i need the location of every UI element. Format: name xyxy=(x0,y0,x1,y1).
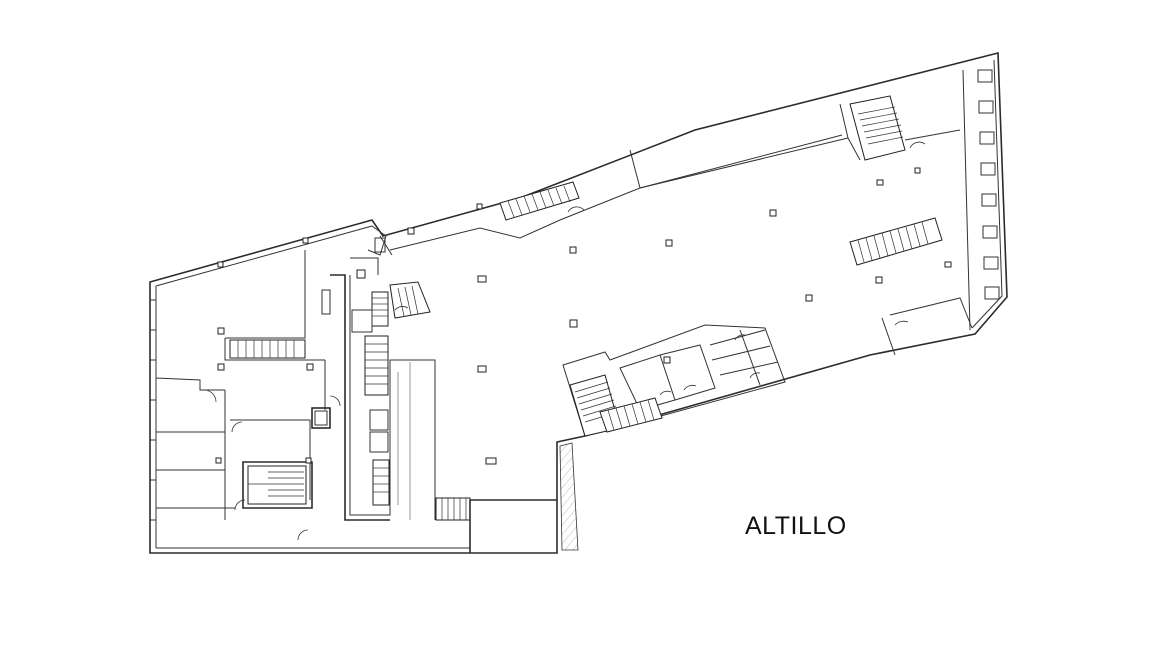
office-cluster xyxy=(562,324,786,437)
outer-walls xyxy=(149,51,1008,554)
hatched-strip xyxy=(559,442,579,551)
stair-core-top-right xyxy=(849,95,906,161)
left-facade-ticks xyxy=(150,299,156,521)
core-entry xyxy=(367,225,387,256)
upper-corridor xyxy=(379,103,961,256)
stair-top-middle xyxy=(499,181,580,221)
central-stair xyxy=(849,217,943,266)
right-lower-room xyxy=(881,297,973,356)
service-core xyxy=(321,257,557,553)
left-wing-rooms xyxy=(155,250,341,541)
right-facade-windows xyxy=(977,69,1000,300)
structural-columns xyxy=(215,167,952,465)
floor-level-label: ALTILLO xyxy=(745,512,847,540)
